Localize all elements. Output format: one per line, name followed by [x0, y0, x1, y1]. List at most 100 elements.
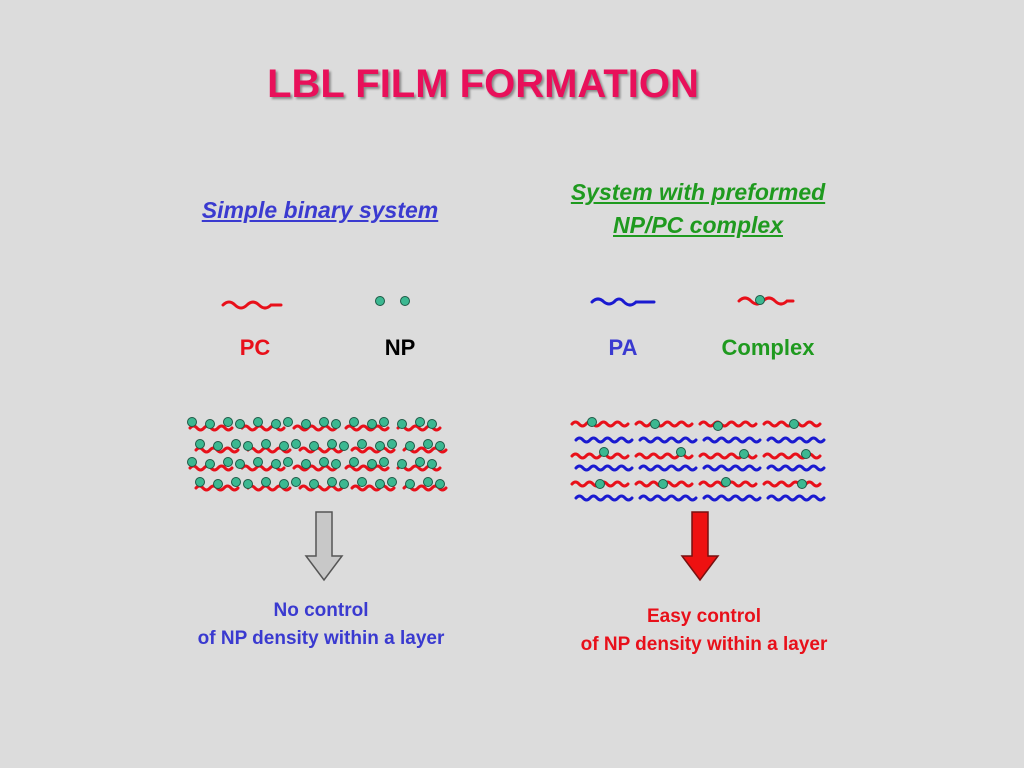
np-particle-icon — [375, 296, 410, 306]
pc-chain — [634, 420, 694, 428]
np-particle — [435, 479, 445, 489]
np-particle — [650, 419, 660, 429]
np-particle — [213, 441, 223, 451]
pa-chain — [766, 436, 826, 444]
pa-chain-icon — [590, 297, 656, 307]
np-particle — [331, 419, 341, 429]
np-particle — [397, 459, 407, 469]
pc-chain — [762, 452, 822, 460]
np-particle — [789, 419, 799, 429]
pa-chain — [574, 436, 634, 444]
np-particle — [283, 417, 293, 427]
preformed-complex-heading: System with preformed NP/PC complex — [520, 176, 876, 242]
pa-chain — [766, 464, 826, 472]
np-particle — [349, 457, 359, 467]
np-label: NP — [384, 335, 416, 360]
np-particle — [309, 479, 319, 489]
pa-chain — [574, 464, 634, 472]
simple-binary-heading: Simple binary system — [140, 194, 500, 227]
easy-control-line2: of NP density within a layer — [580, 634, 828, 655]
np-particle — [301, 459, 311, 469]
preformed-heading-line2: NP/PC complex — [613, 212, 783, 238]
np-particle — [271, 419, 281, 429]
no-control-line1: No control — [273, 600, 369, 621]
pa-chain — [638, 494, 698, 502]
np-particle — [405, 479, 415, 489]
np-particle — [427, 459, 437, 469]
gray-down-arrow-icon — [304, 511, 344, 582]
np-particle — [243, 479, 253, 489]
pa-chain — [702, 436, 762, 444]
np-particle — [676, 447, 686, 457]
easy-control-line1: Easy control — [646, 606, 762, 627]
np-particle — [423, 477, 433, 487]
np-particle — [261, 439, 271, 449]
np-particle — [223, 457, 233, 467]
pc-chain — [298, 484, 344, 492]
pc-chain — [344, 464, 390, 472]
pc-chain — [570, 452, 630, 460]
np-particle — [339, 441, 349, 451]
pa-chain — [574, 494, 634, 502]
pa-label: PA — [608, 335, 638, 360]
np-particle — [379, 417, 389, 427]
np-particle — [387, 477, 397, 487]
np-particle — [375, 441, 385, 451]
np-particle — [415, 417, 425, 427]
pc-chain — [292, 424, 338, 432]
pc-chain-icon — [221, 300, 283, 310]
pc-chain — [350, 484, 396, 492]
np-particle — [279, 479, 289, 489]
np-particle — [205, 419, 215, 429]
np-particle — [327, 439, 337, 449]
pa-chain — [766, 494, 826, 502]
pa-chain — [638, 464, 698, 472]
np-particle — [797, 479, 807, 489]
np-particle — [405, 441, 415, 451]
easy-control-caption: Easy control of NP density within a laye… — [524, 603, 884, 659]
pc-chain — [698, 420, 758, 428]
binary-film-structure — [187, 417, 448, 492]
np-particle — [367, 459, 377, 469]
np-particle — [223, 417, 233, 427]
np-particle — [658, 479, 668, 489]
np-particle — [195, 439, 205, 449]
pc-chain — [292, 464, 338, 472]
np-particle — [415, 457, 425, 467]
np-particle — [331, 459, 341, 469]
np-particle — [213, 479, 223, 489]
np-particle — [243, 441, 253, 451]
np-particle — [721, 477, 731, 487]
np-particle — [349, 417, 359, 427]
simple-binary-heading-text: Simple binary system — [201, 197, 439, 223]
np-particle — [283, 457, 293, 467]
page-title: LBL FILM FORMATION — [267, 62, 699, 106]
np-particle — [375, 479, 385, 489]
np-particle — [357, 477, 367, 487]
np-particle — [339, 479, 349, 489]
complex-film-structure — [570, 417, 826, 502]
no-control-line2: of NP density within a layer — [197, 628, 445, 649]
np-particle — [713, 421, 723, 431]
np-particle — [271, 459, 281, 469]
red-down-arrow-icon — [680, 511, 720, 582]
np-particle — [231, 439, 241, 449]
np-particle — [595, 479, 605, 489]
np-particle — [291, 439, 301, 449]
np-particle — [587, 417, 597, 427]
pc-chain — [350, 446, 396, 454]
np-particle — [235, 459, 245, 469]
np-particle — [367, 419, 377, 429]
np-particle — [379, 457, 389, 467]
np-particle — [195, 477, 205, 487]
np-particle — [253, 417, 263, 427]
pc-chain — [344, 424, 390, 432]
np-particle — [357, 439, 367, 449]
np-particle — [187, 457, 197, 467]
np-particle — [427, 419, 437, 429]
preformed-heading-line1: System with preformed — [570, 179, 826, 205]
np-particle — [397, 419, 407, 429]
pc-chain — [298, 446, 344, 454]
np-particle — [423, 439, 433, 449]
